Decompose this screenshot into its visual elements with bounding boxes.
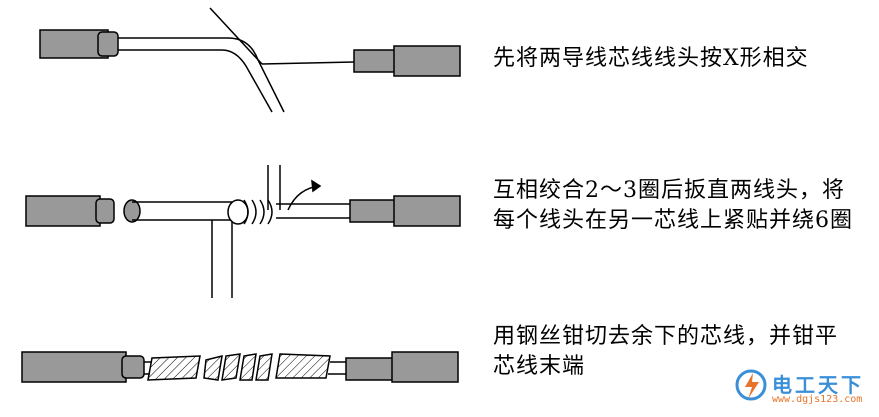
left-core	[118, 37, 285, 113]
step1-illustration	[39, 7, 461, 113]
step3-caption-line1: 用钢丝钳切去余下的芯线，并钳平	[493, 324, 839, 349]
watermark-url: www.dgjs123.com	[772, 394, 863, 405]
left-sleeve	[97, 31, 119, 57]
left-insulation	[21, 351, 127, 383]
step2-caption-line1: 互相绞合2～3圈后扳直两线头，将	[493, 178, 845, 203]
right-insulation	[393, 45, 461, 77]
watermark-name: 电工天下	[772, 373, 864, 397]
step2-caption-line2: 每个线头在另一芯线上紧贴并绕6圈	[493, 208, 853, 233]
right-insulation	[393, 195, 461, 227]
step2-caption: 互相绞合2～3圈后扳直两线头，将 每个线头在另一芯线上紧贴并绕6圈	[493, 176, 853, 236]
step3-caption: 用钢丝钳切去余下的芯线，并钳平 芯线末端	[493, 322, 838, 382]
step2-illustration	[25, 165, 461, 298]
watermark-logo-icon	[735, 369, 767, 401]
left-insulation	[25, 195, 101, 227]
right-insulation	[391, 351, 459, 383]
step1-caption: 先将两导线芯线线头按X形相交	[493, 44, 809, 74]
left-insulation	[39, 29, 109, 59]
right-core	[209, 7, 263, 65]
step3-caption-line2: 芯线末端	[493, 354, 586, 379]
step3-illustration	[21, 351, 459, 383]
step1-caption-line: 先将两导线芯线线头按X形相交	[493, 46, 809, 71]
